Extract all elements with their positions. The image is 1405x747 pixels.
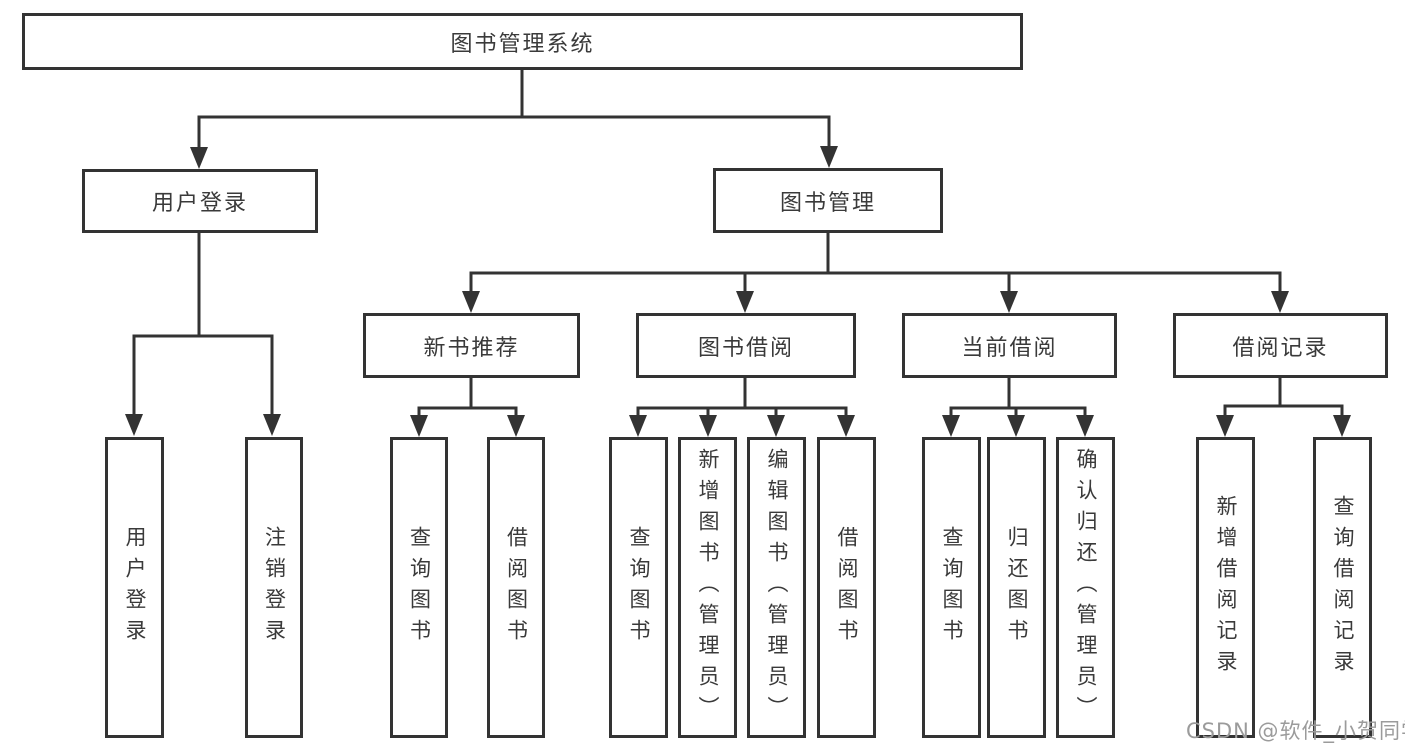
leaf-confirm-return-admin-label: 确认归还（管理员） bbox=[1074, 448, 1098, 727]
leaf-user-login-label: 用户登录 bbox=[123, 525, 147, 650]
leaf-logout-login: 注销登录 bbox=[245, 437, 303, 738]
leaf-borrow-book-recommend: 借阅图书 bbox=[487, 437, 545, 738]
leaf-logout-login-label: 注销登录 bbox=[262, 525, 287, 650]
leaf-borrow-book-borrowing-label: 借阅图书 bbox=[835, 525, 859, 650]
leaf-edit-book-admin-label: 编辑图书（管理员） bbox=[765, 448, 789, 727]
node-root-system: 图书管理系统 bbox=[22, 13, 1023, 70]
leaf-query-borrow-record: 查询借阅记录 bbox=[1313, 437, 1372, 738]
leaf-borrow-book-recommend-label: 借阅图书 bbox=[504, 525, 529, 650]
node-new-book-recommend-label: 新书推荐 bbox=[423, 335, 520, 361]
leaf-query-book-borrowing-label: 查询图书 bbox=[627, 525, 651, 650]
leaf-query-book-current: 查询图书 bbox=[922, 437, 981, 738]
node-user-login-label: 用户登录 bbox=[151, 191, 248, 216]
leaf-confirm-return-admin: 确认归还（管理员） bbox=[1056, 437, 1115, 738]
leaf-add-book-admin-label: 新增图书（管理员） bbox=[696, 448, 720, 727]
node-current-borrowing-label: 当前借阅 bbox=[961, 335, 1058, 361]
leaf-return-book: 归还图书 bbox=[987, 437, 1046, 738]
node-borrowing-records-label: 借阅记录 bbox=[1232, 335, 1329, 361]
leaf-query-book-borrowing: 查询图书 bbox=[609, 437, 668, 738]
leaf-add-borrow-record: 新增借阅记录 bbox=[1196, 437, 1255, 738]
leaf-edit-book-admin: 编辑图书（管理员） bbox=[747, 437, 806, 738]
leaf-query-book-recommend-label: 查询图书 bbox=[407, 525, 432, 650]
node-root-label: 图书管理系统 bbox=[450, 31, 595, 57]
node-book-management: 图书管理 bbox=[713, 168, 943, 233]
leaf-add-book-admin: 新增图书（管理员） bbox=[678, 437, 737, 738]
node-new-book-recommend: 新书推荐 bbox=[363, 313, 580, 378]
leaf-add-borrow-record-label: 新增借阅记录 bbox=[1214, 494, 1238, 681]
node-book-management-label: 图书管理 bbox=[779, 190, 876, 216]
node-user-login: 用户登录 bbox=[82, 169, 318, 233]
leaf-user-login: 用户登录 bbox=[105, 437, 164, 738]
leaf-query-book-recommend: 查询图书 bbox=[390, 437, 448, 738]
leaf-query-borrow-record-label: 查询借阅记录 bbox=[1331, 494, 1355, 681]
leaf-return-book-label: 归还图书 bbox=[1005, 525, 1029, 650]
leaf-borrow-book-borrowing: 借阅图书 bbox=[817, 437, 876, 738]
csdn-watermark: CSDN @软件_小贺同学 bbox=[1186, 719, 1405, 743]
node-current-borrowing: 当前借阅 bbox=[902, 313, 1117, 378]
node-borrowing-records: 借阅记录 bbox=[1173, 313, 1388, 378]
node-book-borrowing-label: 图书借阅 bbox=[697, 335, 794, 361]
leaf-query-book-current-label: 查询图书 bbox=[940, 525, 964, 650]
node-book-borrowing: 图书借阅 bbox=[636, 313, 856, 378]
